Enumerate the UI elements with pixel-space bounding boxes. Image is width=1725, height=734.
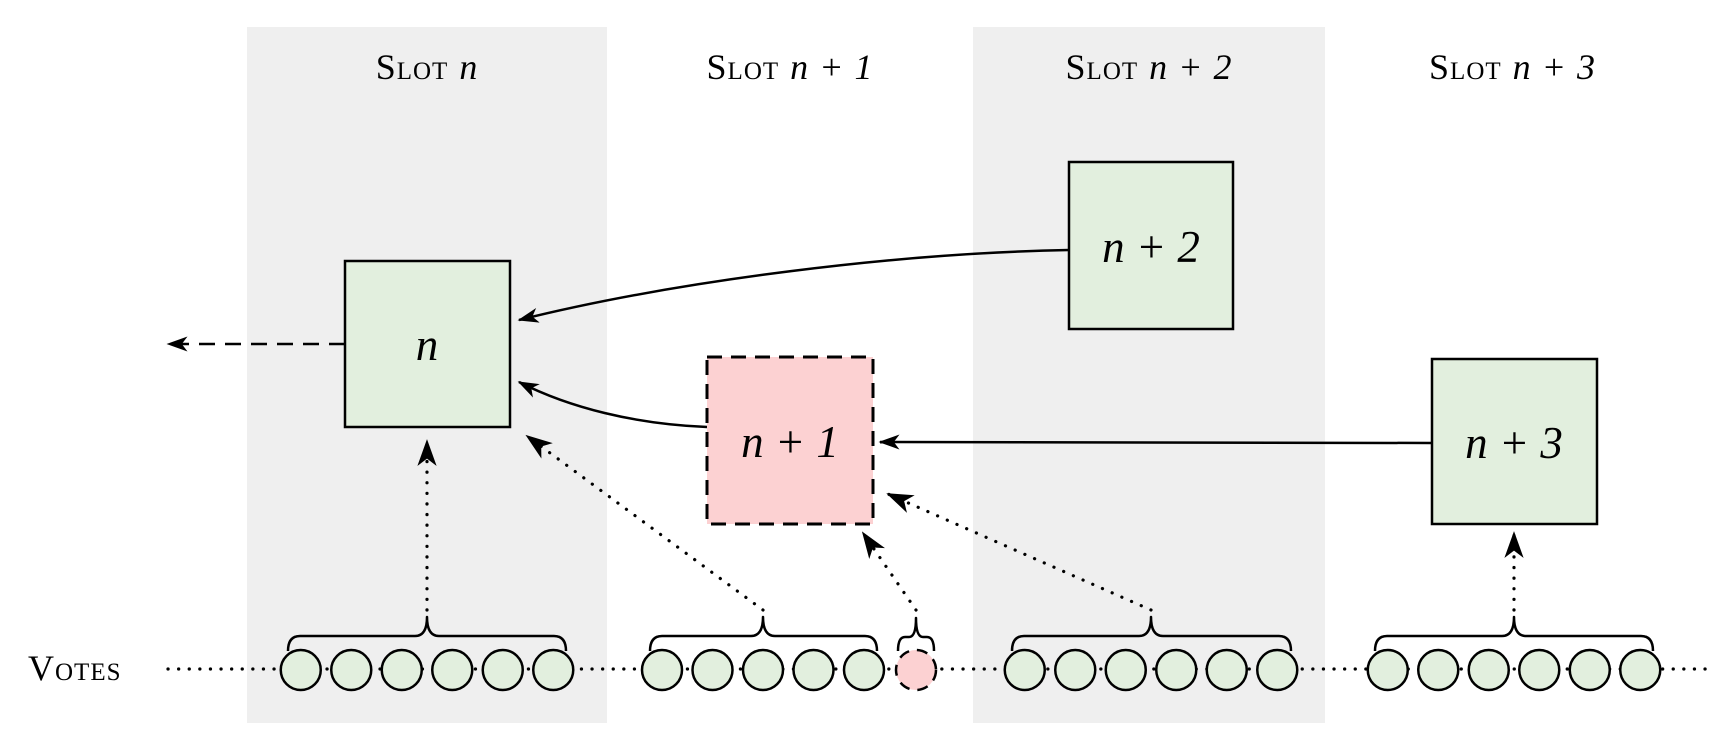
block-n3-rect [1430,357,1599,526]
slot-index: n [459,47,479,87]
slot-index: n + 3 [1512,47,1596,87]
vote-circle-green [1054,648,1097,692]
vote-circle-green [330,648,373,692]
vote-circle-green [431,648,474,692]
vote-circle-green [1155,648,1198,692]
vote-circle-green [1366,648,1409,692]
vote-circle-green [842,648,886,692]
vote-arrow-group3-to-n1 [886,492,1153,612]
vote-circle-green [1104,648,1147,692]
block-n1: n + 1 [705,355,875,526]
block-n: n [343,259,512,429]
vote-circle-green [380,648,423,692]
arrow-n1-to-n [517,380,708,429]
slot-word: Slot [1429,47,1502,87]
vote-group-slot-n2 [1003,648,1299,692]
shaded-band-slot-n2 [973,27,1325,723]
vote-arrow-pink-to-n1 [861,531,918,612]
vote-circle-green [1568,648,1611,692]
vote-circle-green [792,648,835,692]
vote-group3-brace [1010,615,1293,652]
slot-index: n + 1 [790,47,874,87]
block-n1-label: n + 1 [741,417,839,467]
vote-circle-green [532,648,575,692]
vote-pink-brace [896,616,936,652]
vote-circle-green [691,648,734,692]
vote-group1-brace [286,615,568,652]
vote-circle-green [1256,648,1299,692]
vote-circle-green [1619,648,1662,692]
vote-group4-brace [1373,615,1655,652]
slot-word: Slot [706,47,780,87]
vote-circle-green [1518,648,1561,692]
vote-circle-pink [894,648,938,692]
vote-circle-green [640,648,684,692]
vote-circle-green [1467,648,1510,692]
block-n2: n + 2 [1067,160,1235,331]
vote-group2-brace [648,615,879,652]
vote-circle-green [741,648,785,692]
slot-word: Slot [375,47,449,87]
vote-arrow-group2-to-n [525,434,765,612]
vote-circle-green [279,648,322,692]
block-n3-label: n + 3 [1465,418,1563,468]
block-n1-rect [705,355,875,526]
arrow-n2-to-n [517,248,1070,323]
vote-circle-green [1003,648,1046,692]
arrow-n3-to-n1 [878,434,1433,450]
vote-group-slot-n3 [1366,648,1662,692]
vote-circle-green [1417,648,1460,692]
slot-word: Slot [1065,47,1139,87]
block-n-label: n [416,320,439,370]
vote-group-slot-n [279,648,575,692]
vote-group-slot-n1-pink [894,648,938,692]
slot-index: n + 2 [1149,47,1233,87]
votes-axis-label: Votes [28,648,122,688]
block-n3: n + 3 [1430,357,1599,526]
vote-group-slot-n1-green [640,648,886,692]
block-n2-label: n + 2 [1102,222,1200,272]
vote-circle-green [481,648,524,692]
block-n-rect [343,259,512,429]
vote-circle-green [1205,648,1248,692]
block-n2-rect [1067,160,1235,331]
